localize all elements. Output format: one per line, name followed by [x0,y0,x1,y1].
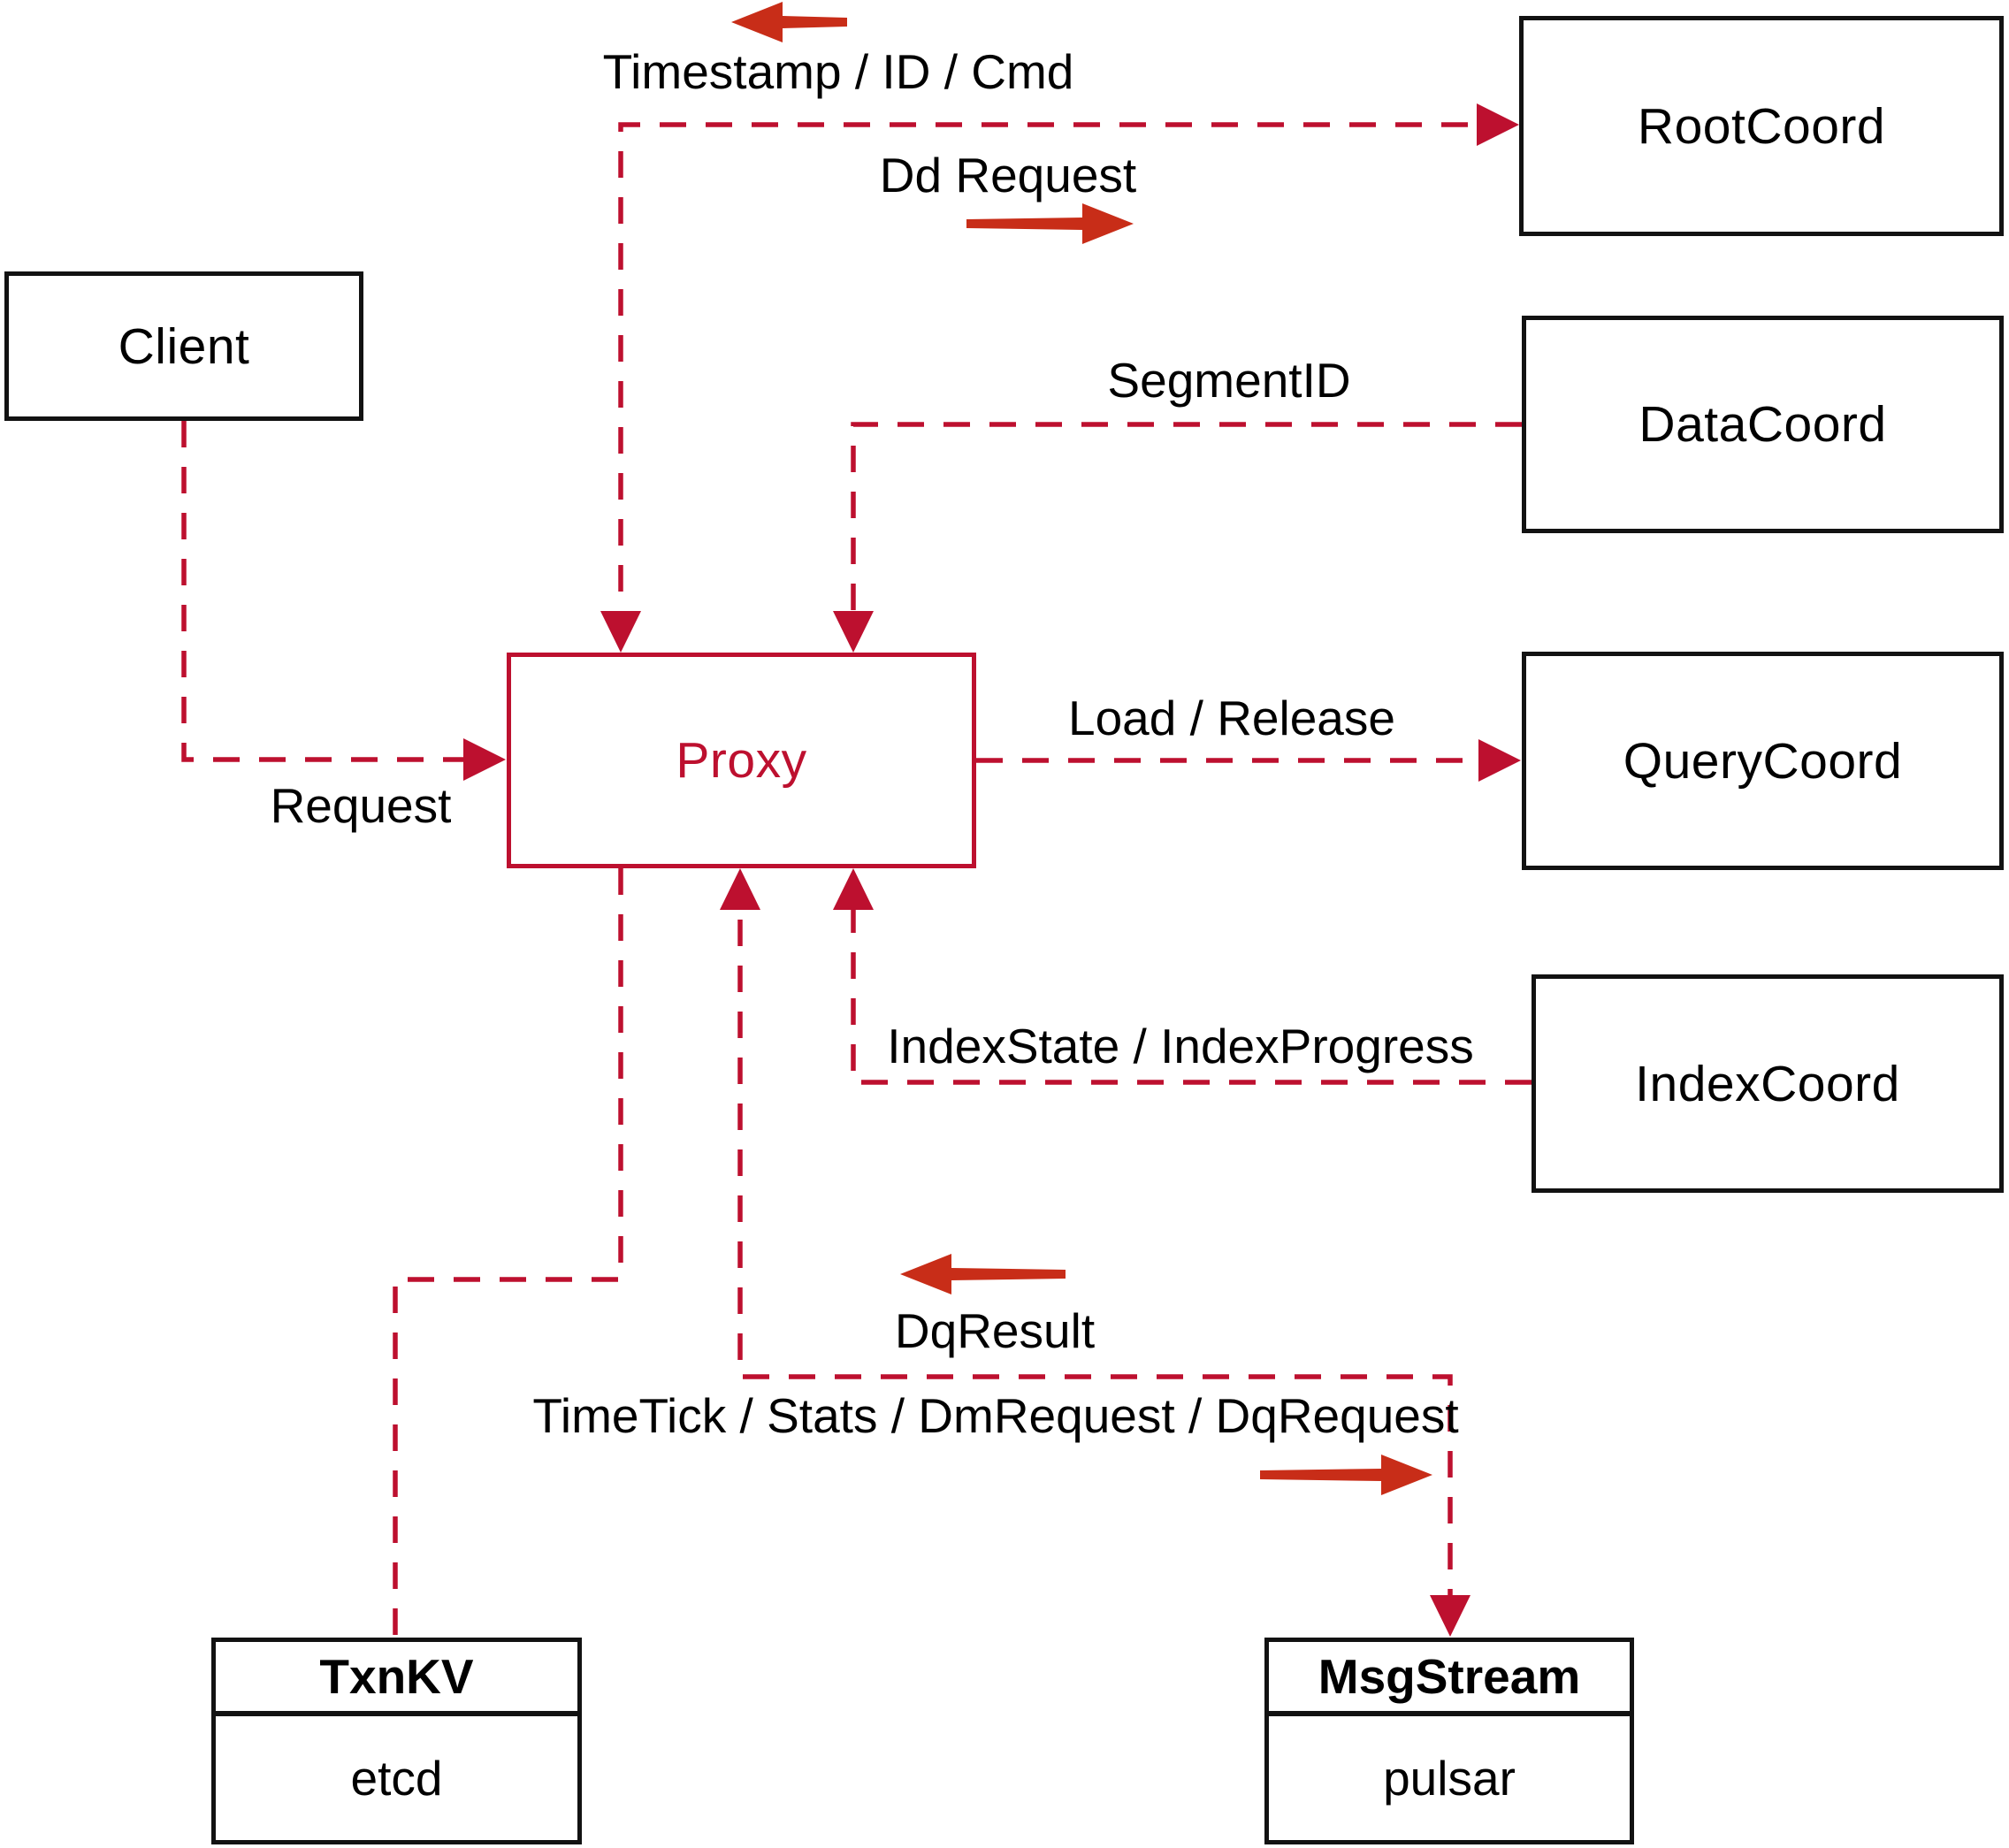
connector-proxy-rootcoord [618,122,1514,647]
edge-label-dq-result: DqResult [894,1303,1096,1358]
rootcoord-label: RootCoord [1637,97,1886,155]
arrowhead-into-proxy-left [463,738,506,781]
edge-label-index-state: IndexState / IndexProgress [887,1019,1474,1073]
rootcoord-node: RootCoord [1519,16,2004,236]
txnkv-title: TxnKV [216,1642,577,1716]
arrow-right-icon-dd-request [966,203,1134,244]
edge-label-request: Request [270,778,452,833]
datacoord-label: DataCoord [1639,396,1887,453]
arrowhead-into-proxy-bottom-right [833,868,874,910]
arrow-left-icon-dq-result [900,1254,1066,1294]
client-label: Client [118,317,250,375]
txnkv-impl: etcd [350,1751,443,1806]
arrow-left-icon-timestamp [731,2,847,42]
arrowhead-into-proxy-top-left [600,611,641,653]
connector-proxy-msgstream [737,874,1453,1632]
proxy-node: Proxy [507,653,976,868]
arrowhead-into-proxy-top-right [833,611,874,653]
edge-label-time-tick: TimeTick / Stats / DmRequest / DqRequest [532,1388,1459,1443]
arrowhead-into-querycoord [1478,739,1521,782]
querycoord-label: QueryCoord [1623,732,1903,790]
datacoord-node: DataCoord [1522,316,2004,533]
proxy-label: Proxy [676,732,807,789]
connector-proxy-txnkv [393,868,623,1638]
arrow-right-icon-time-tick [1260,1455,1432,1495]
querycoord-node: QueryCoord [1522,652,2004,870]
txnkv-node: TxnKV etcd [211,1638,582,1844]
edge-label-timestamp-id-cmd: Timestamp / ID / Cmd [602,44,1074,99]
edge-label-dd-request: Dd Request [879,148,1137,202]
client-node: Client [4,271,363,421]
arrowhead-into-rootcoord [1477,103,1519,146]
connector-datacoord-proxy-segmentid [851,422,1522,647]
arrowhead-into-proxy-bottom-left [720,868,760,910]
indexcoord-node: IndexCoord [1532,974,2004,1193]
edge-label-load-release: Load / Release [1068,691,1395,745]
msgstream-title: MsgStream [1269,1642,1630,1716]
edge-label-segment-id: SegmentID [1107,353,1351,408]
arrowhead-into-msgstream [1430,1595,1470,1637]
msgstream-node: MsgStream pulsar [1264,1638,1634,1844]
connector-client-proxy-request [181,421,500,762]
indexcoord-label: IndexCoord [1635,1055,1900,1112]
msgstream-impl: pulsar [1383,1751,1516,1806]
